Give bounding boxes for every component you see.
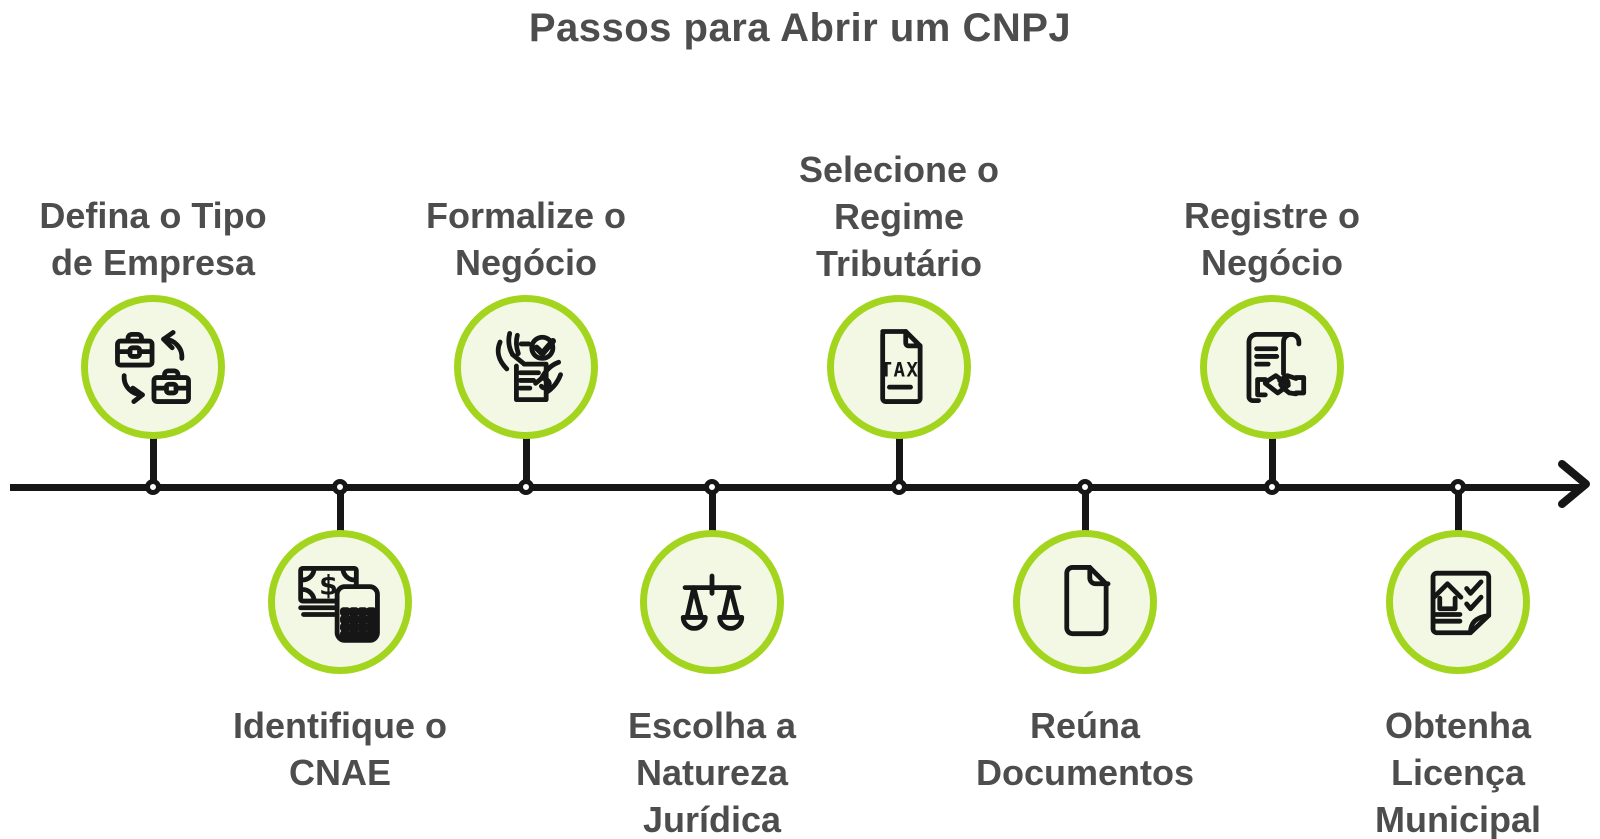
sign-document-icon [495,331,563,403]
timeline-node [332,479,348,495]
timeline-node [518,479,534,495]
svg-text:$: $ [319,570,338,601]
timeline-arrow-icon [1558,460,1590,508]
step-circle: $ [268,530,412,674]
connector-line [1082,487,1089,532]
timeline-axis [10,484,1582,491]
timeline-node [704,479,720,495]
step-circle [1013,530,1157,674]
connector-line [709,487,716,532]
briefcase-swap-icon [115,330,191,404]
connector-line [337,487,344,532]
connector-line [1455,487,1462,532]
money-calculator-icon: $ [298,566,380,643]
timeline-node [1077,479,1093,495]
contract-handshake-icon [1246,331,1307,403]
svg-text:TAX: TAX [880,359,919,382]
connector-line [1269,437,1276,487]
timeline-node [1450,479,1466,495]
step-circle [454,295,598,439]
step-circle: TAX [827,295,971,439]
step-circle [640,530,784,674]
document-icon [1064,565,1111,637]
tax-document-icon: TAX [880,329,923,404]
step-circle [1200,295,1344,439]
step-circle [1386,530,1530,674]
justice-scales-icon [680,573,745,631]
step-circle [81,295,225,439]
timeline-node [145,479,161,495]
connector-line [523,437,530,487]
connector-line [150,437,157,487]
house-checklist-icon [1430,570,1492,636]
timeline-node [891,479,907,495]
connector-line [896,437,903,487]
timeline-node [1264,479,1280,495]
diagram-title: Passos para Abrir um CNPJ [528,6,1072,50]
